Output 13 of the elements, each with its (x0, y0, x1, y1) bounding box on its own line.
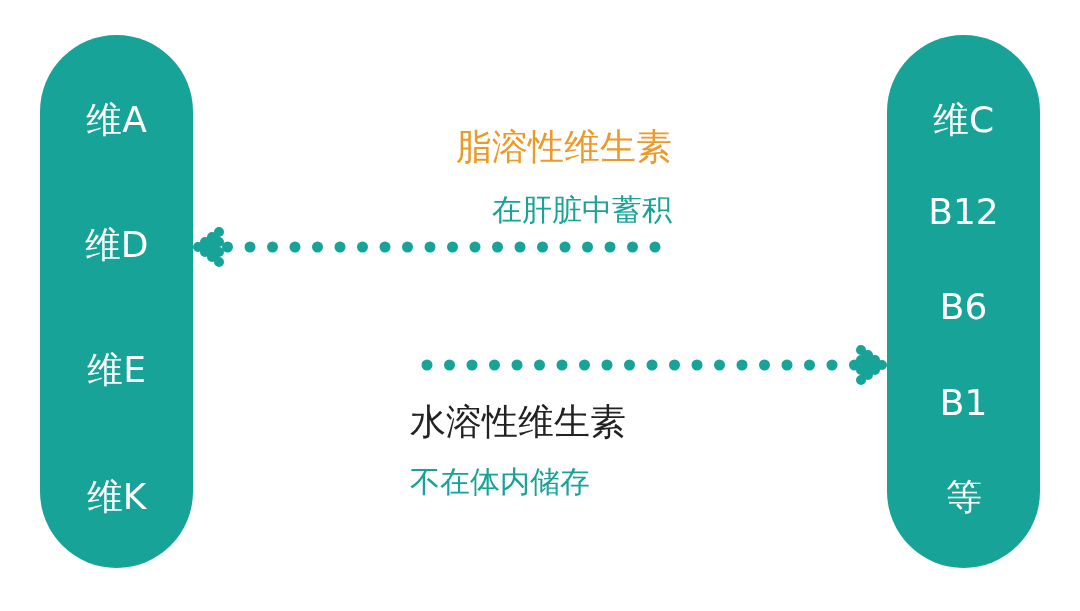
vitamin-name: 等 (944, 475, 983, 519)
category-note: 不在体内储存 (410, 464, 590, 500)
vitamin-name: 维E (86, 348, 147, 392)
vitamin-name: 维A (85, 98, 148, 142)
category-note: 在肝脏中蓄积 (492, 192, 672, 228)
vitamin-name: B1 (938, 381, 989, 425)
vitamin-name: 维D (83, 223, 150, 267)
vitamin-name: 维K (85, 475, 148, 519)
category-title: 脂溶性维生素 (456, 125, 672, 169)
category-title: 水溶性维生素 (410, 400, 626, 444)
vitamin-name: B6 (938, 285, 989, 329)
vitamin-name: B12 (927, 190, 1000, 234)
vitamin-name: 维C (931, 98, 996, 142)
